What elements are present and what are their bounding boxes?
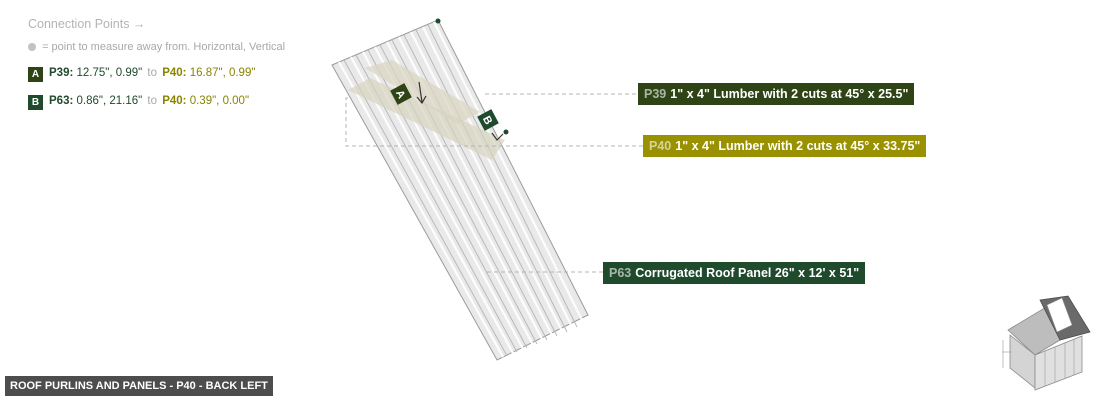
connection-point [435, 18, 441, 24]
point-dot-icon [28, 42, 36, 51]
callout-part-id: P39 [644, 87, 667, 101]
arrow-icon [416, 81, 427, 105]
callout-description: 1" x 4" Lumber with 2 cuts at 45° x 25.5… [670, 87, 909, 101]
badge-a: A [28, 67, 43, 82]
from-coords: 12.75", 0.99" [76, 67, 143, 79]
legend-note: = point to measure away from. Horizontal… [28, 41, 285, 53]
purlin-p40 [348, 78, 505, 160]
arrow-icon [491, 132, 504, 141]
callout-part-id: P63 [609, 266, 632, 280]
callout-part-id: P40 [649, 139, 672, 153]
shed-thumbnail-icon[interactable] [1002, 295, 1091, 391]
to-part: P40: [162, 95, 187, 107]
legend-row-b: B P63: 0.86", 21.16" to P40: 0.39", 0.00" [28, 95, 285, 110]
to-word: to [147, 95, 158, 107]
legend-row-a: A P39: 12.75", 0.99" to P40: 16.87", 0.99… [28, 67, 285, 82]
from-part: P63: [49, 95, 74, 107]
callout-description: 1" x 4" Lumber with 2 cuts at 45° x 33.7… [675, 139, 921, 153]
to-part: P40: [162, 67, 187, 79]
from-coords: 0.86", 21.16" [76, 95, 143, 107]
connection-point [503, 129, 509, 135]
to-coords: 16.87", 0.99" [189, 67, 256, 79]
marker-b: B [477, 109, 499, 131]
to-word: to [147, 67, 158, 79]
callout-description: Corrugated Roof Panel 26" x 12' x 51" [635, 266, 860, 280]
leader-p40 [345, 97, 643, 147]
legend-note-text: = point to measure away from. Horizontal… [42, 41, 286, 53]
marker-a: A [390, 83, 412, 105]
step-title-label: ROOF PURLINS AND PANELS - P40 - BACK LEF… [5, 376, 273, 396]
to-coords: 0.39", 0.00" [189, 95, 250, 107]
connection-points-legend: Connection Points → = point to measure a… [28, 17, 285, 123]
purlin-p39 [365, 60, 480, 124]
badge-b: B [28, 95, 43, 110]
from-part: P39: [49, 67, 74, 79]
legend-title: Connection Points → [28, 17, 146, 31]
